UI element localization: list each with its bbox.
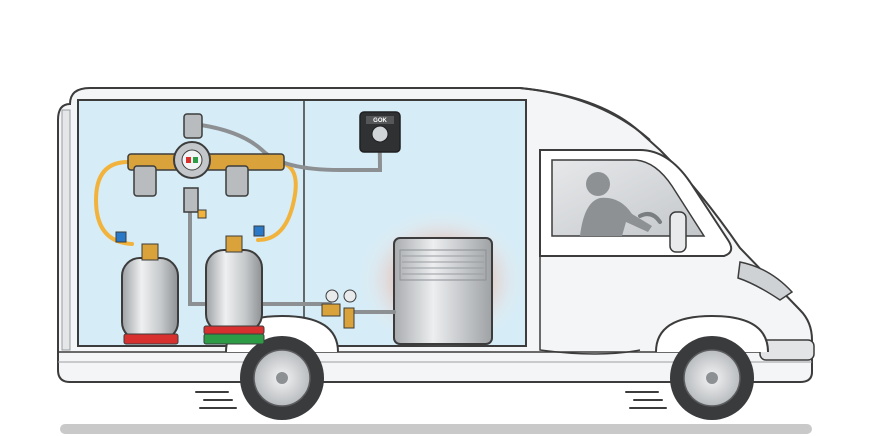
rear-wheel: [225, 314, 339, 420]
gas-cylinder-left: [115, 231, 179, 345]
heater-inlet-valves: [321, 289, 357, 329]
ground-shadow: [60, 424, 812, 434]
gas-regulator-icon: [127, 113, 285, 219]
controller-unit: GOK: [359, 111, 401, 153]
controller-brand-label: GOK: [373, 118, 387, 124]
gas-heater: [393, 237, 493, 345]
front-wheel: [655, 314, 769, 420]
driver-silhouette-icon: [580, 172, 662, 236]
motion-lines: [195, 391, 667, 409]
gas-cylinder-right: [203, 225, 265, 345]
